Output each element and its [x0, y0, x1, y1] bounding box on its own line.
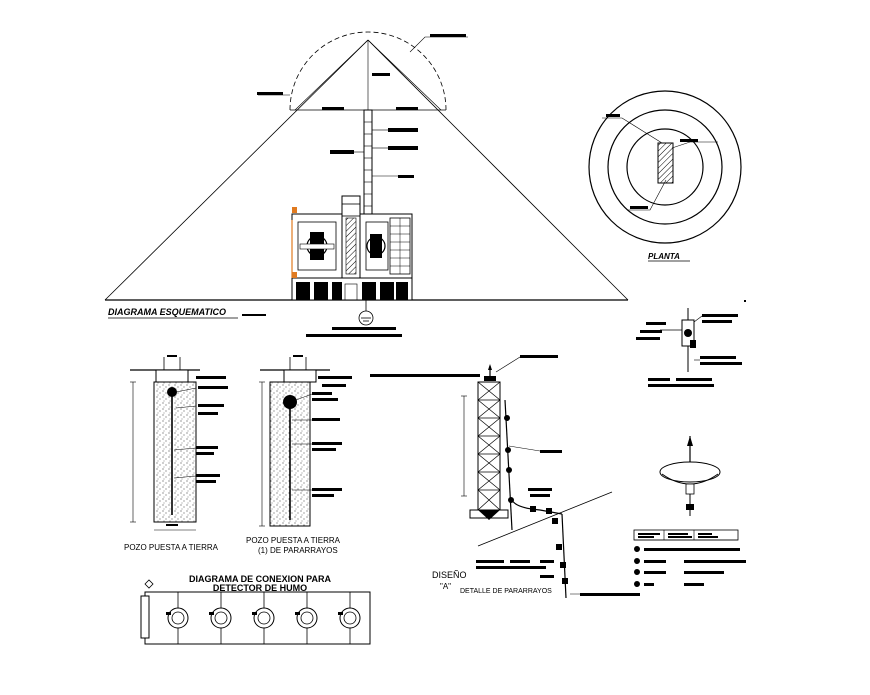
plan-inner-circle	[626, 128, 704, 206]
sphere-radius-right	[367, 39, 442, 111]
building-right-block	[359, 213, 413, 279]
sphere-radius-left	[294, 39, 369, 111]
protection-sphere-arc	[289, 31, 447, 111]
protection-cone-right	[367, 39, 629, 301]
label-bar	[396, 107, 418, 110]
legend-table	[633, 529, 746, 587]
plan-view: PLANTA	[588, 90, 742, 262]
plan-mast-section	[657, 142, 674, 184]
smoke-title-line2: DETECTOR DE HUMO	[213, 583, 307, 593]
mast-segments	[364, 121, 372, 207]
ground-well-1: POZO PUESTA A TIERRA	[124, 355, 228, 552]
schematic-title: DIAGRAMA ESQUEMATICO	[108, 307, 226, 317]
label-bar	[398, 175, 414, 178]
smoke-panel	[140, 595, 150, 639]
roof-slope-line	[477, 491, 613, 547]
smoke-circuit-frame	[144, 591, 371, 645]
label-bar	[372, 73, 390, 76]
leader-sphere	[409, 36, 468, 53]
plan-middle-circle	[607, 109, 723, 225]
label-bar	[330, 150, 354, 154]
label-bar	[388, 128, 418, 132]
schematic-diagram: DIAGRAMA ESQUEMATICO	[104, 31, 629, 337]
ground-well-2: POZO PUESTA A TIERRA (1) DE PARARRAYOS	[246, 355, 352, 555]
plan-outer-circle	[588, 90, 742, 244]
smoke-title-line1: DIAGRAMA DE CONEXION PARA	[189, 574, 332, 584]
label-bar	[306, 334, 402, 337]
smoke-detector-diagram: DIAGRAMA DE CONEXION PARA DETECTOR DE HU…	[140, 574, 371, 645]
label-bar	[257, 92, 283, 95]
well-1-title: POZO PUESTA A TIERRA	[124, 543, 219, 552]
label-bar	[332, 327, 396, 330]
well-2-title-line1: POZO PUESTA A TIERRA	[246, 536, 341, 545]
label-bar	[322, 107, 344, 110]
building-elevation	[291, 195, 413, 301]
label-bar	[430, 34, 466, 37]
plan-title: PLANTA	[648, 252, 680, 261]
lightning-mast	[363, 109, 373, 219]
clamp-detail	[636, 300, 746, 387]
design-title-line2: "A"	[440, 582, 451, 591]
well-2-title-line2: (1) DE PARARRAYOS	[258, 546, 338, 555]
label-bar	[388, 146, 418, 150]
air-terminal-detail	[659, 436, 721, 516]
design-title-line1: DISEÑO	[432, 570, 467, 580]
lightning-detail-title: DETALLE DE PARARRAYOS	[460, 588, 552, 595]
orange-marker	[292, 207, 297, 213]
orange-marker	[292, 272, 297, 278]
lightning-tower-detail: DISEÑO "A" DETALLE DE PARARRAYOS	[370, 355, 640, 599]
well-1-fill	[153, 381, 197, 523]
protection-cone-left	[104, 39, 369, 301]
